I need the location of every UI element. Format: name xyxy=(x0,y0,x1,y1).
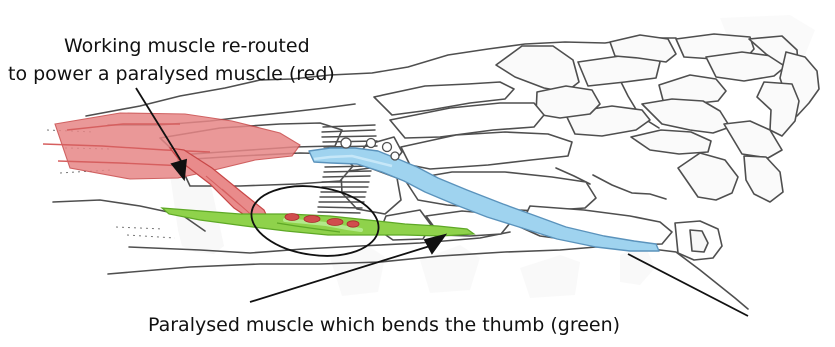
thumb-callout-line xyxy=(628,254,748,316)
paralysed-muscle-label: Paralysed muscle which bends the thumb (… xyxy=(148,312,620,338)
working-muscle-label-line-1: Working muscle re-routed xyxy=(64,33,310,59)
working-muscle-label-line-2: to power a paralysed muscle (red) xyxy=(8,61,335,87)
